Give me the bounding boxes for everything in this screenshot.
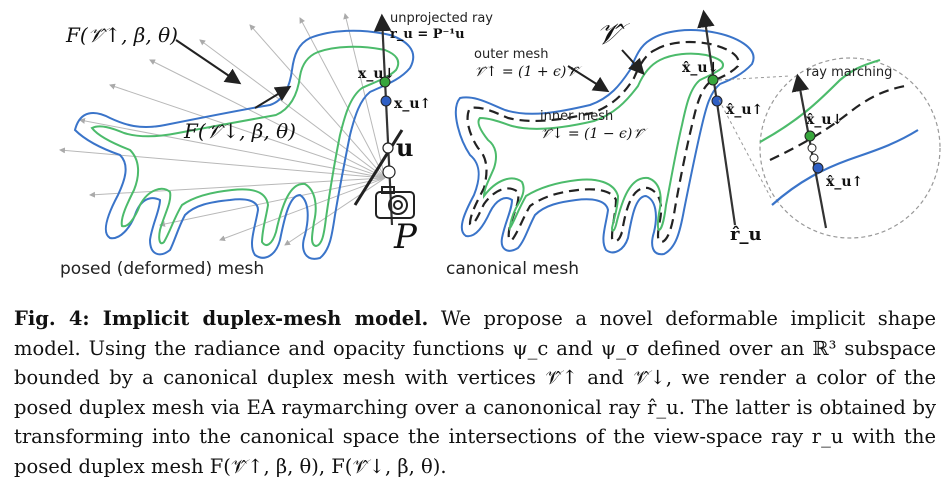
label-ray-marching: ray marching bbox=[806, 65, 892, 80]
unprojected-ray bbox=[373, 13, 394, 226]
label-zoom-x-up: x̂_u↑ bbox=[826, 174, 863, 190]
posed-inner-mesh bbox=[90, 45, 400, 248]
label-unprojected-ray: unprojected ray bbox=[390, 11, 493, 26]
posed-outer-mesh bbox=[73, 29, 415, 260]
label-outer-mesh: outer mesh bbox=[474, 47, 548, 62]
canonical-ray bbox=[697, 9, 737, 226]
label-posed-mesh: posed (deformed) mesh bbox=[60, 259, 264, 279]
label-x-up: x_u↑ bbox=[394, 96, 431, 112]
canonical-inner-mesh bbox=[477, 52, 724, 232]
pixel-u bbox=[382, 142, 394, 154]
intersection-x-up bbox=[380, 95, 392, 107]
label-f-lower: F(𝒱̂↓, β, θ) bbox=[183, 119, 296, 143]
label-f-upper: F(𝒱̂↑, β, θ) bbox=[65, 23, 178, 47]
label-u: u bbox=[396, 133, 413, 162]
label-P: P bbox=[393, 217, 418, 257]
canonical-x-up bbox=[711, 95, 723, 107]
canonical-outer-mesh bbox=[454, 29, 755, 256]
label-x-down: x_u↓ bbox=[358, 66, 395, 82]
duplex-mesh-figure: F(𝒱̂↑, β, θ) F(𝒱̂↓, β, θ) unprojected ra… bbox=[59, 9, 941, 279]
label-ray-eq: r_u = P⁻¹u bbox=[390, 27, 465, 42]
caption-text: We propose a novel deformable implicit s… bbox=[14, 307, 937, 478]
camera-icon bbox=[375, 186, 415, 219]
caption-label: Fig. 4: Implicit duplex-mesh model. bbox=[14, 307, 429, 330]
figure-caption: Fig. 4: Implicit duplex-mesh model. We p… bbox=[14, 304, 936, 481]
label-canonical-mesh: canonical mesh bbox=[446, 259, 579, 279]
label-x-hat-up: x̂_u↑ bbox=[726, 102, 763, 118]
label-v-hat: 𝒱̂ bbox=[596, 17, 630, 52]
label-zoom-x-down: x̂_u↓ bbox=[806, 112, 843, 128]
label-outer-eq: 𝒱̂↑ = (1 + ϵ)𝒱̂ bbox=[474, 64, 582, 80]
intersection-x-down bbox=[379, 76, 391, 88]
camera-center bbox=[382, 165, 396, 179]
posed-mesh-panel: F(𝒱̂↑, β, θ) F(𝒱̂↓, β, θ) unprojected ra… bbox=[59, 11, 493, 279]
image-plane bbox=[353, 129, 404, 206]
label-x-hat-down: x̂_u↓ bbox=[682, 60, 719, 76]
label-r-hat: r̂_u bbox=[730, 224, 762, 245]
label-inner-mesh: inner mesh bbox=[540, 109, 613, 124]
canonical-x-down bbox=[707, 74, 719, 86]
label-inner-eq: 𝒱̂↓ = (1 − ϵ)𝒱̂ bbox=[540, 126, 648, 142]
canonical-mesh-panel: 𝒱̂ outer mesh 𝒱̂↑ = (1 + ϵ)𝒱̂ inner mesh… bbox=[446, 9, 941, 279]
ray-marching-inset: ray marching x̂_u↓ x̂_u↑ bbox=[718, 57, 941, 239]
